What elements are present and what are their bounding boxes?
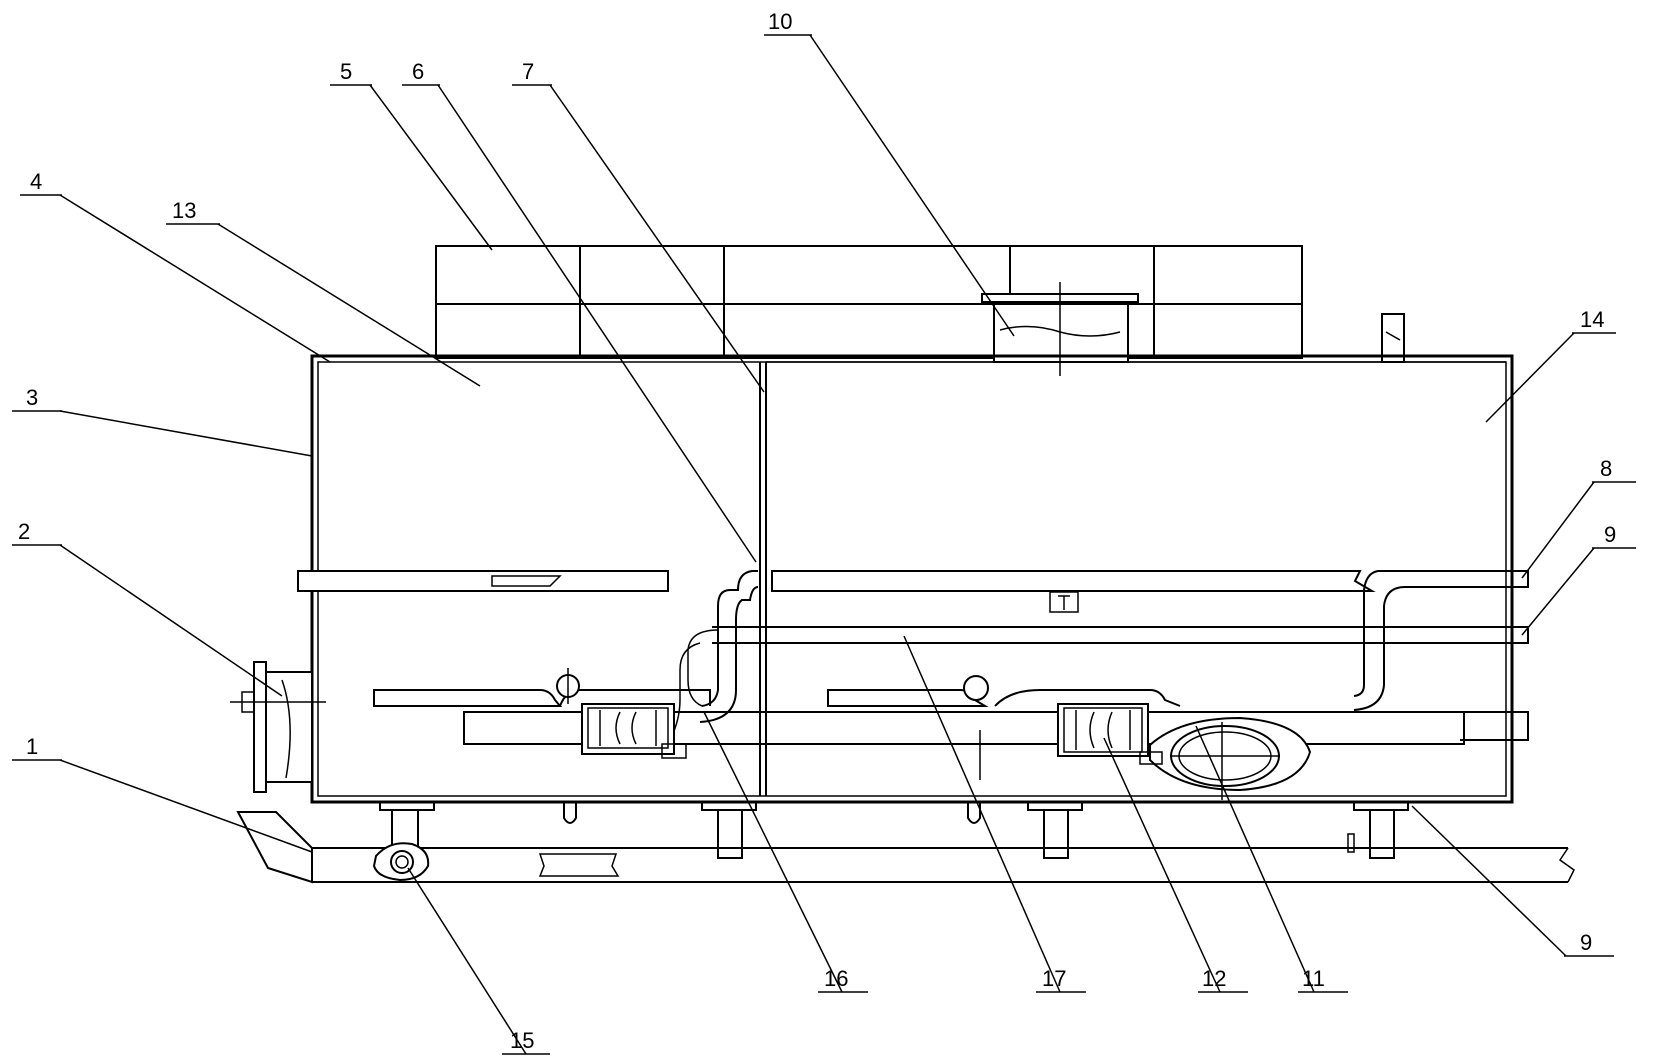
label-9-upper: 9 (1604, 522, 1616, 547)
base-frame (236, 811, 1575, 884)
inlet-nozzle (230, 661, 326, 793)
label-8: 8 (1600, 456, 1612, 481)
label-3: 3 (26, 385, 38, 410)
label-9-lower: 9 (1580, 930, 1592, 955)
label-11: 11 (1302, 966, 1325, 991)
pipes-right (712, 570, 1529, 741)
top-block-assembly (435, 245, 1303, 359)
label-7: 7 (522, 59, 534, 84)
label-2: 2 (18, 519, 30, 544)
label-13: 13 (172, 198, 196, 223)
top-nozzle (981, 282, 1139, 376)
label-14: 14 (1580, 307, 1604, 332)
label-1: 1 (26, 734, 38, 759)
label-4: 4 (30, 169, 42, 194)
part-labels: 1 2 3 4 5 6 7 8 9 9 10 11 12 13 14 15 16… (18, 9, 1616, 1053)
tank-body (310, 354, 1514, 804)
support-legs (379, 801, 1409, 859)
filter-box-right (1057, 703, 1149, 757)
label-15: 15 (510, 1028, 534, 1053)
label-6: 6 (412, 59, 424, 84)
upper-trays (297, 570, 1376, 613)
label-12: 12 (1202, 966, 1226, 991)
top-vent (1381, 313, 1405, 363)
label-16: 16 (824, 966, 848, 991)
label-17: 17 (1042, 966, 1066, 991)
label-5: 5 (340, 59, 352, 84)
label-10: 10 (768, 9, 792, 34)
lower-trays (373, 668, 1181, 707)
motor-assembly (1139, 716, 1312, 800)
pipes-left (669, 570, 759, 741)
drain-cones (563, 802, 981, 824)
bottom-channel (463, 711, 1465, 780)
drain-valve (372, 842, 430, 882)
filter-box-left (581, 703, 687, 759)
leader-lines (12, 34, 1636, 1055)
